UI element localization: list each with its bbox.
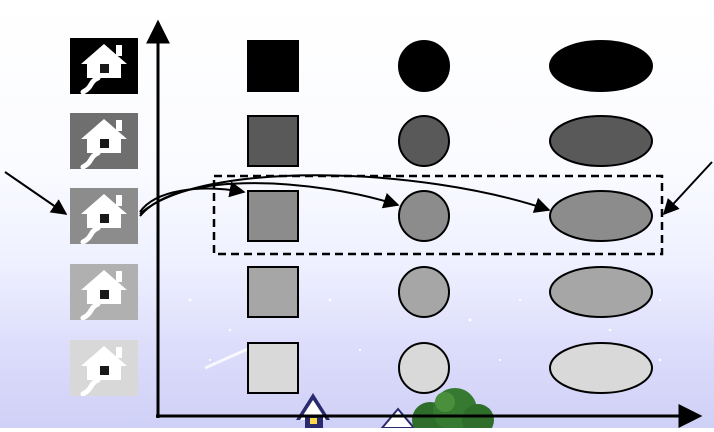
square-column	[248, 41, 298, 393]
house-icon	[70, 264, 138, 320]
level-circle	[399, 267, 449, 317]
level-ellipse	[550, 191, 652, 241]
level-circle	[399, 343, 449, 393]
arrow-to-square	[140, 189, 244, 212]
level-ellipse	[550, 41, 652, 91]
level-square	[248, 41, 298, 91]
level-square	[248, 191, 298, 241]
house-icon	[70, 188, 138, 244]
house-icon-column	[70, 38, 138, 396]
house-icon	[70, 340, 138, 396]
left-pointer-arrow	[5, 172, 66, 214]
level-square	[248, 343, 298, 393]
level-ellipse	[550, 343, 652, 393]
level-ellipse	[550, 267, 652, 317]
ellipse-column	[550, 41, 652, 393]
house-icon	[70, 38, 138, 94]
level-circle	[399, 41, 449, 91]
right-pointer-arrow	[664, 162, 712, 214]
level-square	[248, 116, 298, 166]
level-circle	[399, 191, 449, 241]
level-ellipse	[550, 116, 652, 166]
circle-column	[399, 41, 449, 393]
level-circle	[399, 116, 449, 166]
arrow-to-ellipse	[140, 175, 549, 214]
house-icon	[70, 113, 138, 169]
level-square	[248, 267, 298, 317]
